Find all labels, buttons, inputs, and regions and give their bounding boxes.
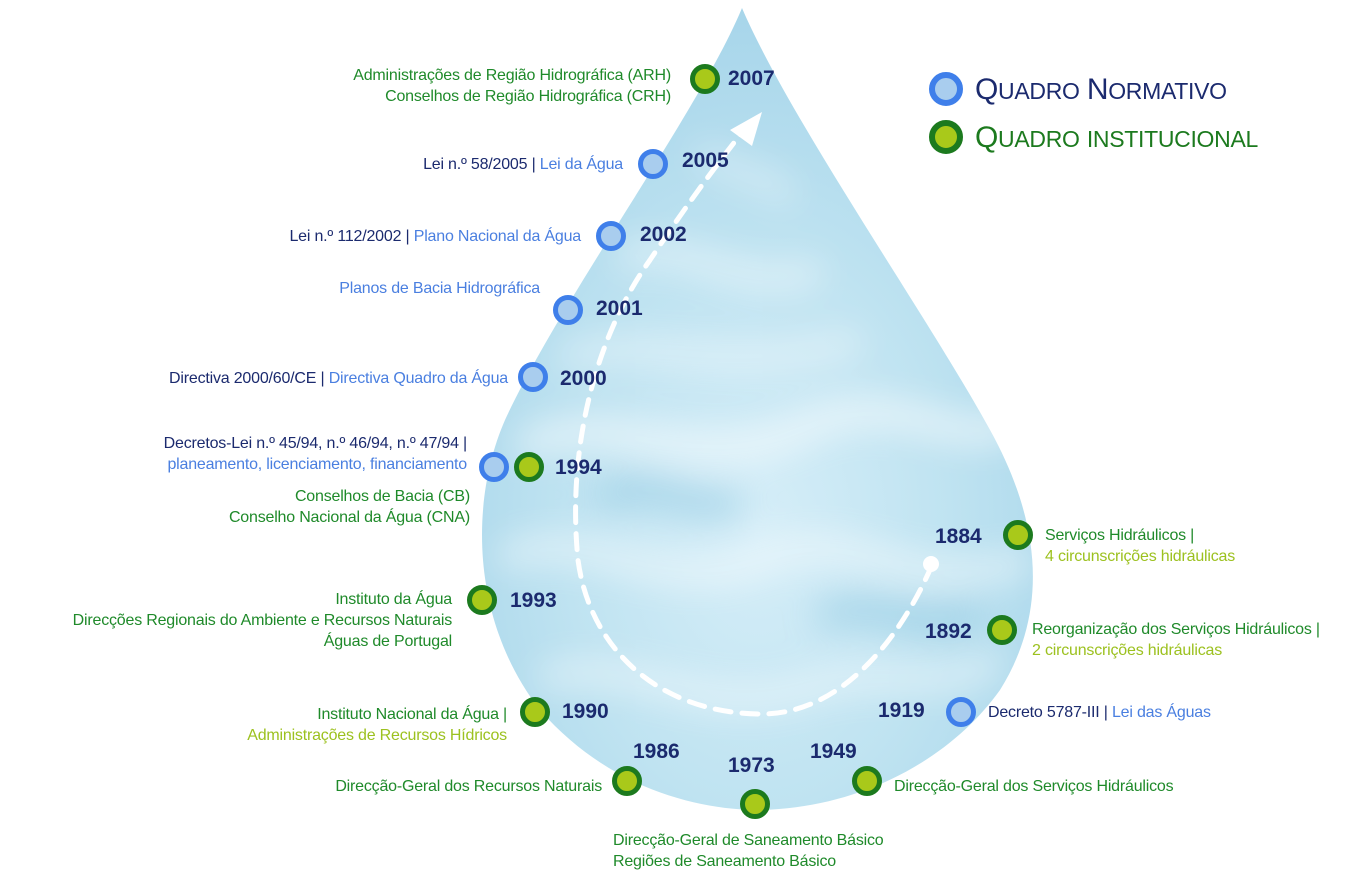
event-1993-year: 1993 — [510, 589, 557, 612]
legend-normativo-icon — [929, 72, 963, 106]
event-1919-year: 1919 — [878, 699, 925, 722]
event-2002-year: 2002 — [640, 223, 687, 246]
event-1973-year: 1973 — [728, 754, 775, 777]
event-2001-label: Planos de Bacia Hidrográfica — [339, 280, 540, 297]
event-1949-year: 1949 — [810, 740, 857, 763]
timeline-arrow-path — [573, 122, 935, 717]
event-1949-label: Direcção-Geral dos Serviços Hidráulicos — [894, 778, 1174, 795]
event-1919-normativo-dot — [946, 697, 976, 727]
event-1986-institucional-dot — [612, 766, 642, 796]
event-2001-normativo-dot — [553, 295, 583, 325]
event-1994-normativo-label: Decretos-Lei n.º 45/94, n.º 46/94, n.º 4… — [163, 435, 468, 473]
event-2007-label: Administrações de Região Hidrográfica (A… — [353, 67, 671, 105]
event-2005-normativo-dot — [638, 149, 668, 179]
event-1990-institucional-dot — [520, 697, 550, 727]
event-2000-year: 2000 — [560, 367, 607, 390]
legend-institucional-icon — [929, 120, 963, 154]
event-2002-normativo-dot — [596, 221, 626, 251]
event-2007-institucional-dot — [690, 64, 720, 94]
event-1990-year: 1990 — [562, 700, 609, 723]
event-2001-year: 2001 — [596, 297, 643, 320]
event-1986-label: Direcção-Geral dos Recursos Naturais — [335, 778, 602, 795]
event-1994-institucional-label: Conselhos de Bacia (CB)Conselho Nacional… — [228, 488, 470, 526]
event-1973-institucional-dot — [740, 789, 770, 819]
event-1892-institucional-dot — [987, 615, 1017, 645]
legend-normativo-label: QUADRO NORMATIVO — [975, 73, 1227, 106]
event-1994-year: 1994 — [555, 456, 602, 479]
event-1994-normativo-dot — [479, 452, 509, 482]
event-1919-label: Decreto 5787-III | Lei das Águas — [988, 704, 1211, 721]
timeline-start-dot — [923, 556, 939, 572]
event-1994-institucional-dot — [514, 452, 544, 482]
event-2005-year: 2005 — [682, 149, 729, 172]
legend-institucional-label: QUADRO INSTITUCIONAL — [975, 121, 1258, 154]
event-2002-label: Lei n.º 112/2002 | Plano Nacional da Águ… — [289, 228, 581, 245]
event-2000-label: Directiva 2000/60/CE | Directiva Quadro … — [169, 370, 508, 387]
event-2007-year: 2007 — [728, 67, 775, 90]
event-1884-institucional-dot — [1003, 520, 1033, 550]
event-2005-label: Lei n.º 58/2005 | Lei da Água — [423, 156, 623, 173]
event-1986-year: 1986 — [633, 740, 680, 763]
event-1990-label: Instituto Nacional da Água |Administraçõ… — [247, 706, 507, 744]
event-1892-year: 1892 — [925, 620, 972, 643]
event-1892-label: Reorganização dos Serviços Hidráulicos |… — [1032, 621, 1320, 659]
event-1949-institucional-dot — [852, 766, 882, 796]
event-1884-label: Serviços Hidráulicos |4 circunscrições h… — [1045, 527, 1236, 565]
timeline-arrowhead — [730, 112, 762, 146]
event-2000-normativo-dot — [518, 362, 548, 392]
event-1993-institucional-dot — [467, 585, 497, 615]
event-1884-year: 1884 — [935, 525, 982, 548]
